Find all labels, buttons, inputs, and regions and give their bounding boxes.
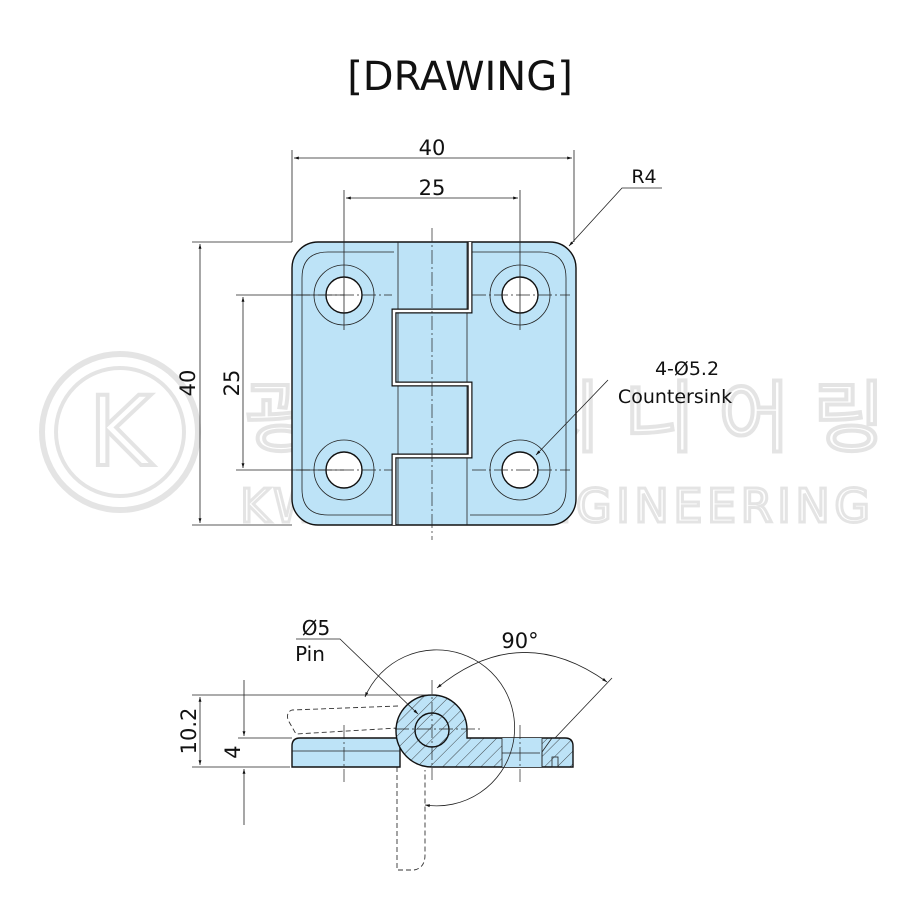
top-view: 40 25 40 25 R4 4-Ø5.2 Countersink xyxy=(176,136,732,540)
hole-callout: 4-Ø5.2 xyxy=(655,358,719,380)
dim-plate-thickness: 4 xyxy=(221,745,245,758)
drawing-title: [DRAWING] xyxy=(347,54,573,100)
dim-width-holes: 25 xyxy=(419,176,446,200)
dim-corner-radius: R4 xyxy=(631,166,656,188)
svg-text:K: K xyxy=(89,376,154,488)
dim-angle: 90° xyxy=(501,629,538,653)
dim-height-overall: 40 xyxy=(176,370,200,397)
hole-type: Countersink xyxy=(618,386,732,408)
dim-width-overall: 40 xyxy=(419,136,446,160)
pin-diameter: Ø5 xyxy=(302,616,330,640)
dim-height-holes: 25 xyxy=(220,370,244,397)
side-view: 90° Ø5 Pin 10.2 4 xyxy=(177,616,613,871)
pin-label: Pin xyxy=(295,642,325,666)
dim-total-height: 10.2 xyxy=(177,708,201,755)
